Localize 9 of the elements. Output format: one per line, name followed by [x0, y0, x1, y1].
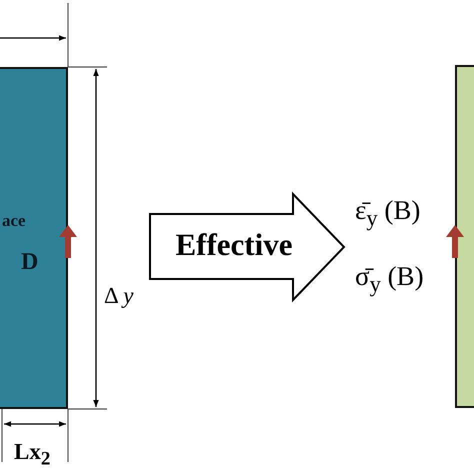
strain-symbol: ε̄$_{y}$ (B)	[355, 197, 420, 230]
block-arrow	[149, 193, 346, 301]
dimension-label: Lx$_{2}$	[14, 440, 50, 469]
block-text: ace	[2, 212, 26, 229]
rectangular-block	[0, 67, 68, 409]
stress-symbol: σ̄$_{y}$ (B)	[355, 263, 424, 296]
block-letter: D	[21, 250, 38, 274]
dimension-label: Δ y	[104, 284, 134, 307]
arrow-label: Effective	[174, 229, 294, 260]
